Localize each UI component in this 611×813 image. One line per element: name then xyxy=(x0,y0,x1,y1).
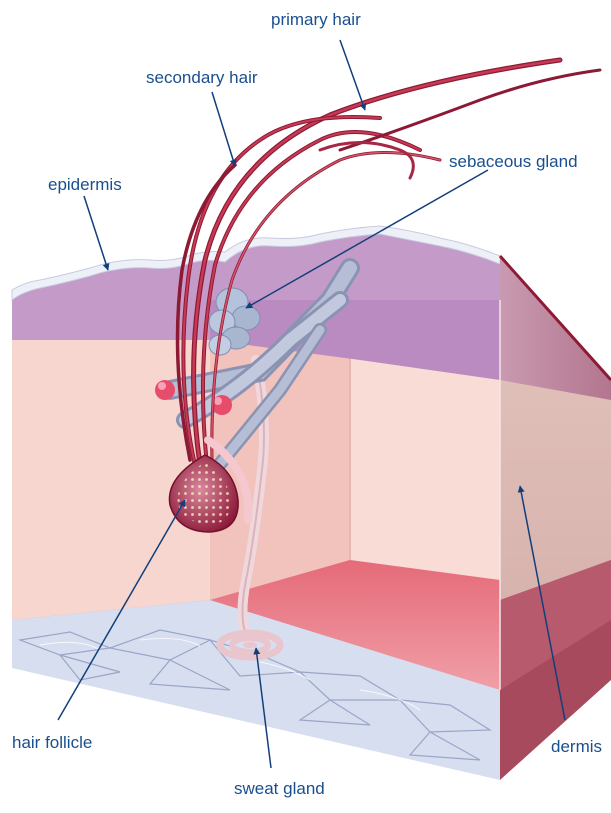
sebaceous-gland-label: sebaceous gland xyxy=(449,152,578,172)
epidermis-arrow xyxy=(84,196,108,270)
dermis-label: dermis xyxy=(551,737,602,757)
primary-hair-label: primary hair xyxy=(271,10,361,30)
primary-hair-arrow xyxy=(340,40,365,110)
epidermis-label: epidermis xyxy=(48,175,122,195)
hair-follicle-label: hair follicle xyxy=(12,733,92,753)
secondary-hair-label: secondary hair xyxy=(146,68,258,88)
secondary-hair-arrow xyxy=(212,92,235,166)
dermis-front-face xyxy=(12,295,210,620)
sweat-gland-label: sweat gland xyxy=(234,779,325,799)
